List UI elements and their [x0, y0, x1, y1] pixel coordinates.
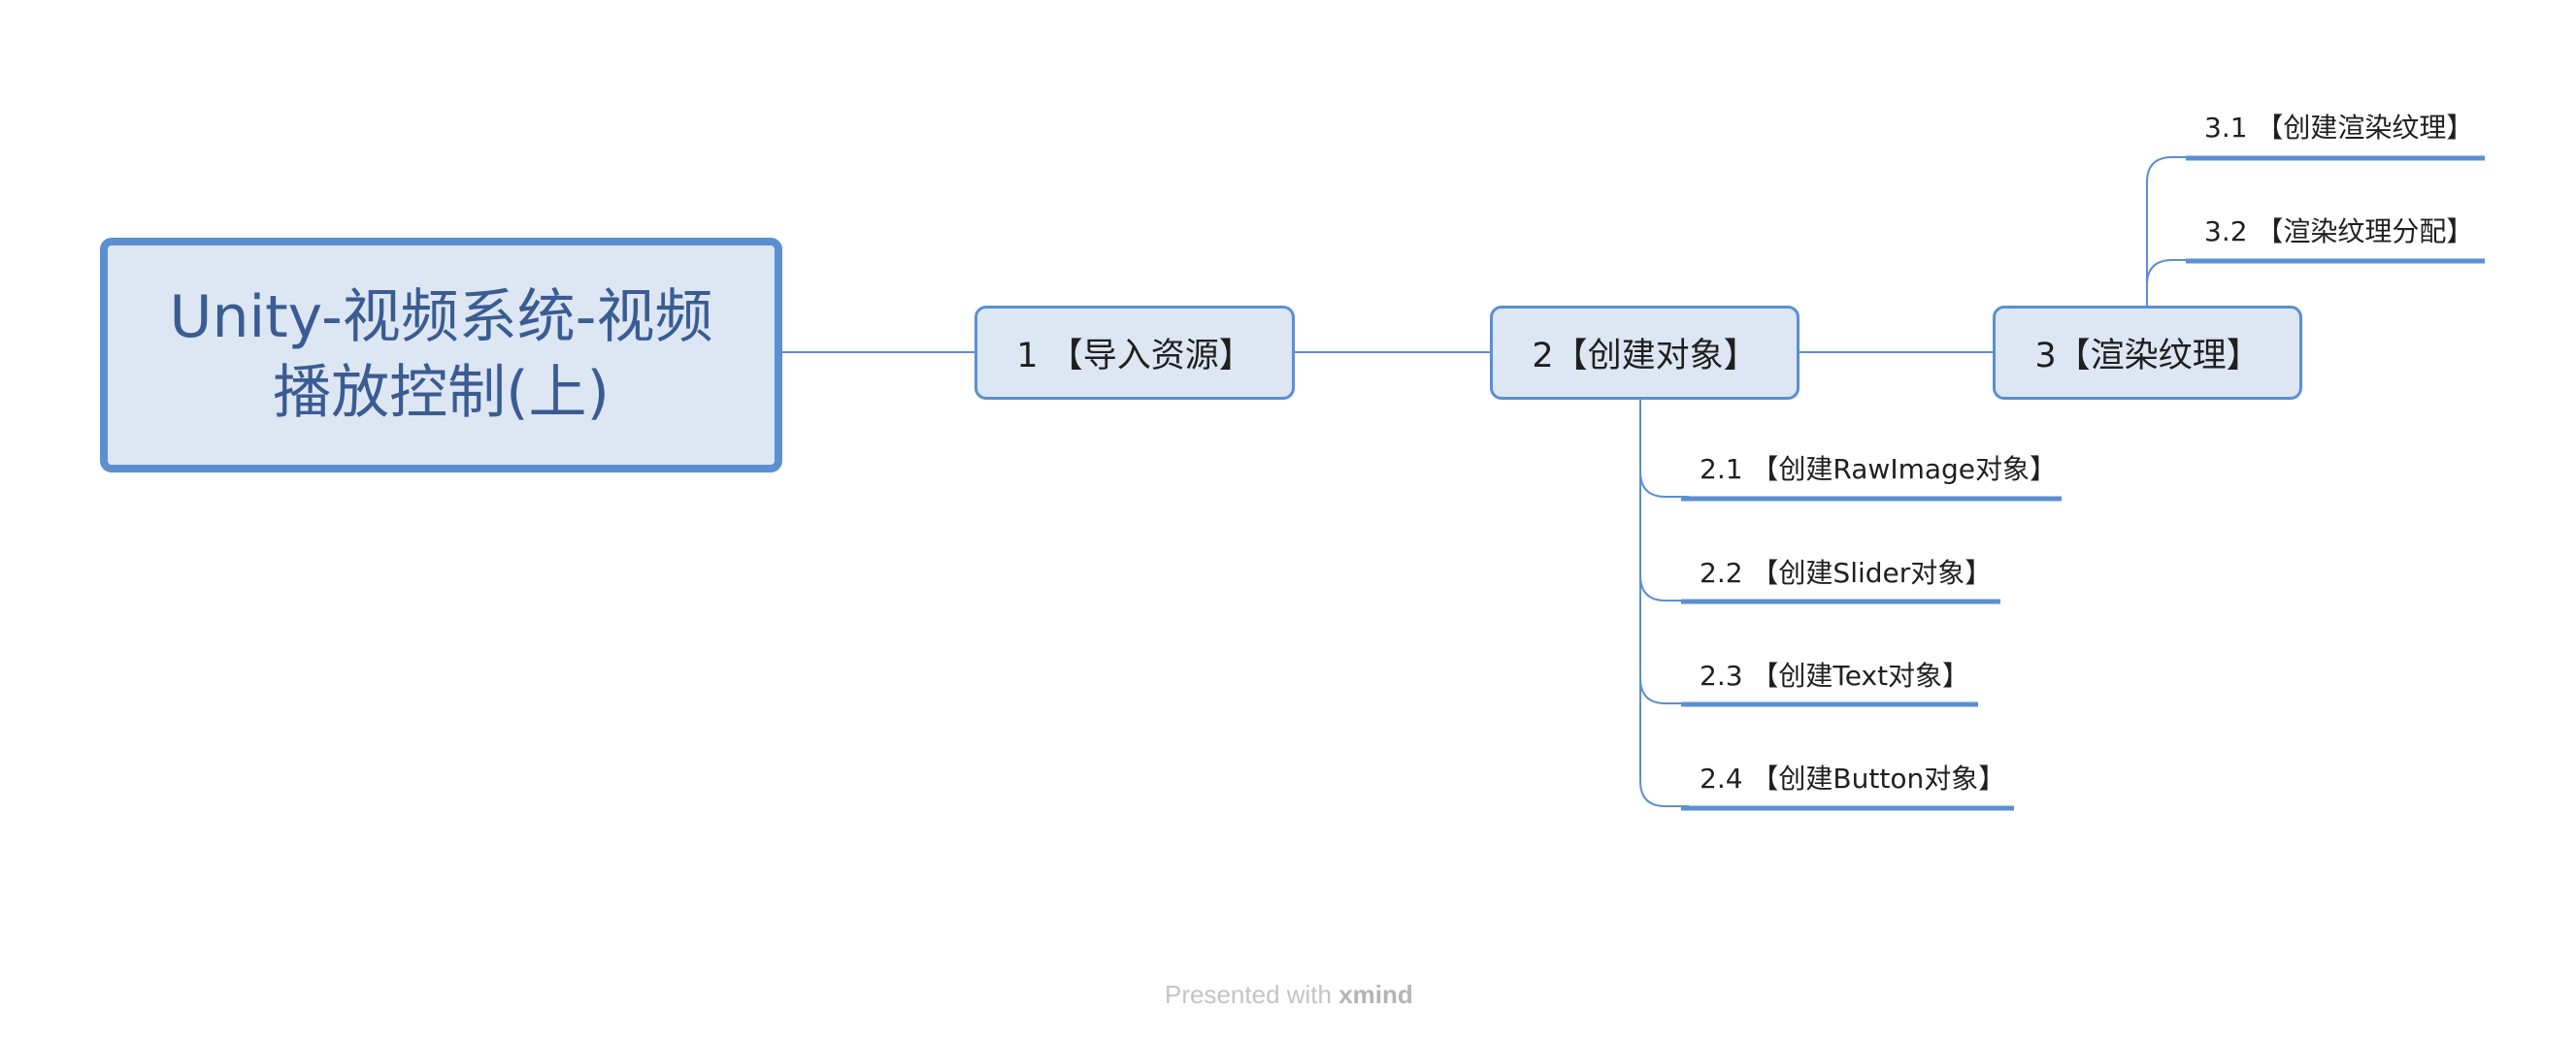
topic-1-label: 1 【导入资源】	[1016, 337, 1253, 375]
subtopic-2-2-label: 2.2 【创建Slider对象】	[1700, 557, 1993, 589]
central-topic-text: Unity-视频系统-视频 播放控制(上)	[170, 279, 713, 431]
subtopic-3-2[interactable]: 3.2 【渲染纹理分配】	[2200, 208, 2473, 252]
subtopic-2-3[interactable]: 2.3 【创建Text对象】	[1696, 652, 1969, 697]
subtopic-2-4[interactable]: 2.4 【创建Button对象】	[1696, 755, 2005, 799]
subtopic-2-4-label: 2.4 【创建Button对象】	[1700, 763, 2006, 795]
central-topic-line-2: 播放控制(上)	[273, 359, 610, 427]
connector-topic-2-to-sub-2-1	[1639, 400, 1689, 498]
central-topic[interactable]: Unity-视频系统-视频 播放控制(上)	[100, 238, 782, 472]
xmind-brand: xmind	[1338, 980, 1413, 1009]
presented-with-xmind-watermark: Presented with xmind	[1165, 980, 1427, 1015]
subtopic-3-1-label: 3.1 【创建渲染纹理】	[2204, 112, 2474, 144]
topic-3-label: 3【渲染纹理】	[2034, 337, 2261, 375]
topic-2-create-objects[interactable]: 2【创建对象】	[1490, 306, 1800, 400]
topic-2-label: 2【创建对象】	[1532, 337, 1758, 375]
subtopic-2-1[interactable]: 2.1 【创建RawImage对象】	[1696, 445, 2057, 490]
subtopic-2-1-label: 2.1 【创建RawImage对象】	[1700, 453, 2058, 485]
connector-topic-3-to-sub-3-1	[2146, 156, 2194, 285]
subtopic-3-1[interactable]: 3.1 【创建渲染纹理】	[2200, 104, 2473, 148]
watermark-prefix: Presented with	[1165, 980, 1339, 1009]
topic-1-import-assets[interactable]: 1 【导入资源】	[974, 306, 1295, 400]
topic-3-render-texture[interactable]: 3【渲染纹理】	[1993, 306, 2302, 400]
connector-topic-3-to-sub-3-2	[2146, 259, 2194, 306]
connector-topic-2-to-sub-2-4	[1639, 678, 1689, 807]
subtopic-2-3-label: 2.3 【创建Text对象】	[1700, 660, 1970, 692]
subtopic-3-2-label: 3.2 【渲染纹理分配】	[2204, 215, 2474, 247]
subtopic-2-2[interactable]: 2.2 【创建Slider对象】	[1696, 549, 1992, 594]
central-topic-line-1: Unity-视频系统-视频	[169, 283, 713, 351]
